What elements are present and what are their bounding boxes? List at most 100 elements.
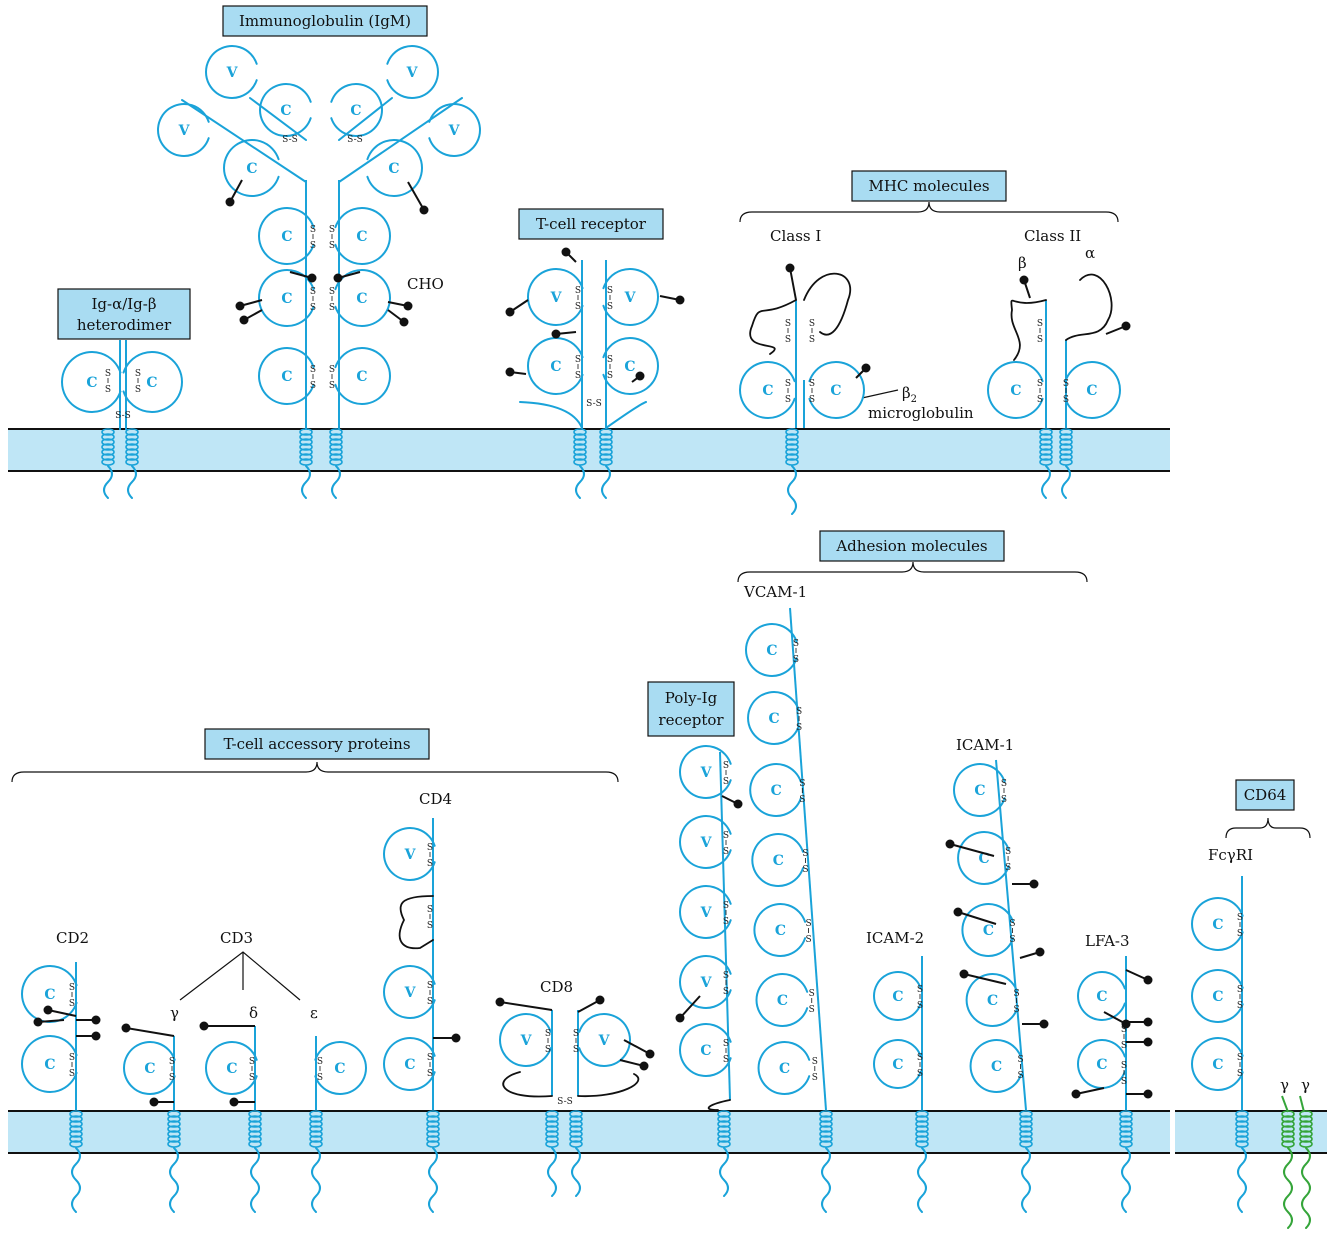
v-domain-label: V xyxy=(700,765,713,781)
cytoplasmic-tail xyxy=(331,465,341,499)
c-domain-label: C xyxy=(350,103,361,119)
cd64-brace xyxy=(1225,817,1311,839)
c-domain xyxy=(1077,1039,1126,1089)
v-domain xyxy=(157,103,210,157)
carbohydrate-dot xyxy=(333,273,343,283)
mhc-label: MHC molecules xyxy=(868,177,989,195)
cytoplasmic-tail xyxy=(311,1147,321,1213)
c-domain xyxy=(1064,361,1121,419)
disulfide-label: S xyxy=(809,335,815,345)
disulfide-label: S xyxy=(317,1073,323,1083)
disulfide-label: S xyxy=(806,935,812,945)
carbohydrate-stalk xyxy=(1075,1087,1105,1095)
carbohydrate-dot xyxy=(1019,275,1029,285)
v-domain-label: V xyxy=(598,1033,611,1049)
disulfide-label: S xyxy=(796,723,802,733)
disulfide-label: S xyxy=(69,999,75,1009)
membrane-top xyxy=(8,428,1170,472)
cd8-hinge xyxy=(502,1071,640,1098)
c-domain-label: C xyxy=(766,643,777,659)
c-domain-label: C xyxy=(777,993,788,1009)
c-domain xyxy=(334,269,391,327)
transmembrane-helix xyxy=(1281,1110,1295,1148)
v-domain-label: V xyxy=(624,290,637,306)
transmembrane-helix xyxy=(1299,1110,1313,1148)
ig-ab-label-line2: heterodimer xyxy=(77,316,172,334)
disulfide-label: S xyxy=(310,365,316,375)
v-domain-label: V xyxy=(520,1033,533,1049)
fcgri-label: FcγRI xyxy=(1208,846,1253,864)
c-domain xyxy=(527,337,584,395)
disulfide-label: S xyxy=(69,1069,75,1079)
disulfide-label: S xyxy=(317,1057,323,1067)
c-domain xyxy=(205,1041,258,1095)
cytoplasmic-tail xyxy=(787,465,797,515)
poly-ig-label-line1: Poly-Ig xyxy=(665,689,718,707)
gamma-chain-label-1: γ xyxy=(1280,1076,1289,1094)
v-domain-label: V xyxy=(700,905,713,921)
disulfide-label: S xyxy=(809,379,815,389)
transmembrane-helix xyxy=(569,1110,583,1148)
v-domain xyxy=(383,965,436,1019)
v-domain xyxy=(679,885,732,939)
disulfide-label: S xyxy=(785,335,791,345)
disulfide-label: S xyxy=(1005,847,1011,857)
c-domain-label: C xyxy=(983,923,994,939)
c-domain xyxy=(1191,969,1244,1023)
transmembrane-helix xyxy=(69,1110,83,1148)
adhesion-label: Adhesion molecules xyxy=(835,537,987,555)
c-domain xyxy=(366,139,423,197)
carbohydrate-dot xyxy=(121,1023,131,1033)
c-domain-label: C xyxy=(1096,989,1107,1005)
transmembrane-helix xyxy=(299,428,313,466)
disulfide-label: S xyxy=(1063,395,1069,405)
carbohydrate-dot xyxy=(505,367,515,377)
c-domain-label: C xyxy=(146,375,157,391)
c-domain-label: C xyxy=(356,369,367,385)
disulfide-label: S xyxy=(802,849,808,859)
disulfide-label: S xyxy=(427,843,433,853)
disulfide-label: S xyxy=(1237,1053,1243,1063)
disulfide-label: S xyxy=(1121,1077,1127,1087)
disulfide-label: S xyxy=(329,287,335,297)
c-domain xyxy=(334,347,391,405)
disulfide-label: S xyxy=(917,985,923,995)
transmembrane-helix xyxy=(599,428,613,466)
c-domain-label: C xyxy=(144,1061,155,1077)
disulfide-label: S xyxy=(169,1073,175,1083)
carbohydrate-dot xyxy=(1143,975,1153,985)
c-domain-label: C xyxy=(281,229,292,245)
c-domain-label: C xyxy=(44,1057,55,1073)
cytoplasmic-tail xyxy=(71,1147,81,1213)
disulfide-label: S xyxy=(607,355,613,365)
c-domain xyxy=(739,361,796,419)
disulfide-label: S xyxy=(575,286,581,296)
disulfide-label: S-S xyxy=(557,1097,573,1107)
c-domain-label: C xyxy=(246,161,257,177)
carbohydrate-dot xyxy=(229,1097,239,1107)
disulfide-label: S xyxy=(1001,779,1007,789)
carbohydrate-dot xyxy=(1121,321,1131,331)
disulfide-label: S xyxy=(310,241,316,251)
cd4-label: CD4 xyxy=(419,790,452,808)
carbohydrate-dot xyxy=(91,1031,101,1041)
carbohydrate-dot xyxy=(953,907,963,917)
icam2-label: ICAM-2 xyxy=(866,929,924,947)
transmembrane-helix xyxy=(1235,1110,1249,1148)
cd64-label: CD64 xyxy=(1244,786,1287,804)
disulfide-label: S xyxy=(1017,1055,1023,1065)
transmembrane-helix xyxy=(573,428,587,466)
c-domain xyxy=(383,1037,436,1091)
carbohydrate-dot xyxy=(495,997,505,1007)
carbohydrate-dot xyxy=(595,995,605,1005)
transmembrane-helix xyxy=(101,428,115,466)
b2-pointer-line xyxy=(861,389,899,399)
cytoplasmic-tail xyxy=(1061,465,1071,499)
disulfide-label: S xyxy=(796,707,802,717)
carbohydrate-dot xyxy=(639,1061,649,1071)
transmembrane-helix xyxy=(125,428,139,466)
disulfide-label: S xyxy=(573,1029,579,1039)
disulfide-label: S xyxy=(427,921,433,931)
adhesion-brace xyxy=(737,561,1088,583)
